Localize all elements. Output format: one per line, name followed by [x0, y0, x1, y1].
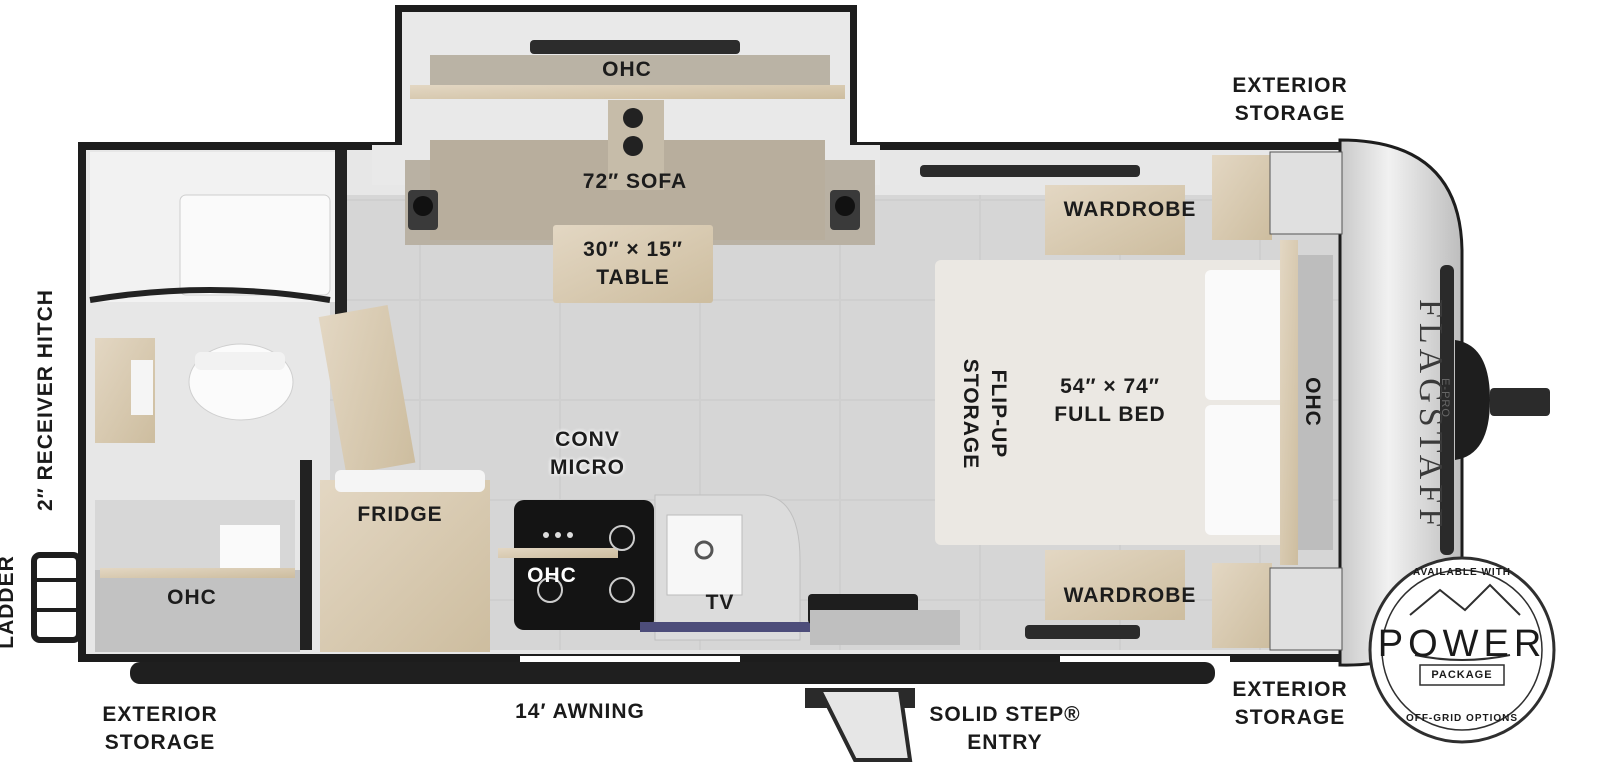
- label-ohc-kitchen: OHC: [527, 564, 577, 587]
- label-ohc-slide: OHC: [602, 58, 652, 81]
- bedroom: [920, 151, 1343, 651]
- label-table: 30″ × 15″TABLE: [583, 238, 683, 289]
- label-awning: 14′ AWNING: [515, 700, 645, 723]
- label-wardrobe-bottom: WARDROBE: [1063, 584, 1197, 607]
- label-sofa: 72″ SOFA: [582, 170, 688, 193]
- badge-word: POWER: [1377, 623, 1547, 665]
- badge-package: PACKAGE: [1431, 669, 1493, 681]
- label-full-bed: 54″ × 74″FULL BED: [1054, 375, 1166, 426]
- bathroom: [89, 150, 347, 652]
- label-fridge: FRIDGE: [357, 503, 443, 526]
- badge-bottom-text: OFF-GRID OPTIONS: [1405, 713, 1519, 724]
- brand-sub: E-PRO: [1439, 378, 1451, 418]
- kitchen: [318, 304, 960, 652]
- label-receiver-hitch: 2″ RECEIVER HITCH: [34, 289, 57, 511]
- label-solid-step-entry: SOLID STEP®ENTRY: [929, 703, 1081, 754]
- label-ohc-front: OHC: [1301, 377, 1324, 427]
- awning-and-steps: [31, 552, 1230, 762]
- label-ohc-bath: OHC: [167, 586, 217, 609]
- power-badge: [1368, 556, 1556, 744]
- badge-top-text: AVAILABLE WITH: [1412, 567, 1512, 578]
- label-ladder: LADDER: [0, 555, 18, 649]
- slide-out: [408, 40, 860, 303]
- label-wardrobe-top: WARDROBE: [1063, 198, 1197, 221]
- label-tv: TV: [705, 591, 735, 614]
